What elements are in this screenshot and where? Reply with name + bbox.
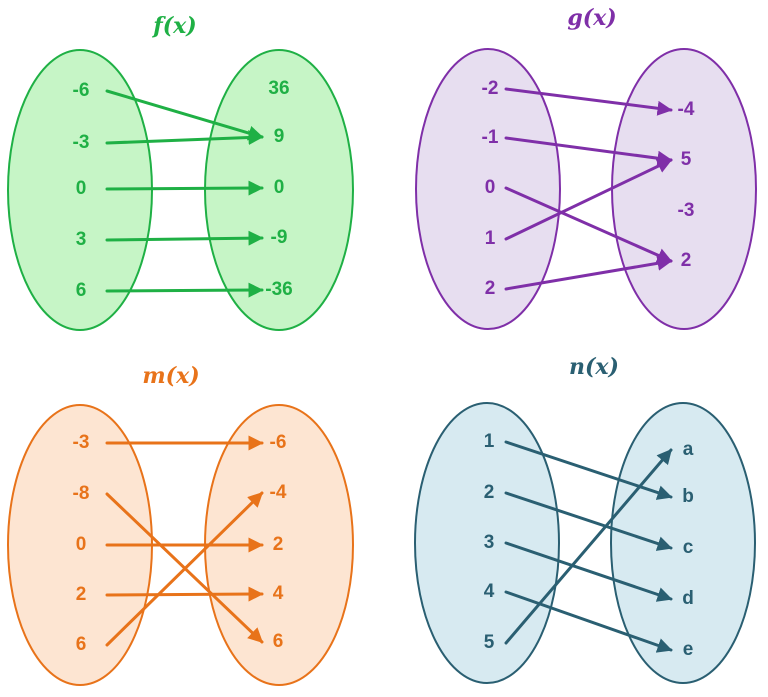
domain-value-1: 1 bbox=[485, 228, 496, 249]
range-value-neg4: -4 bbox=[678, 99, 695, 120]
domain-value-neg6: -6 bbox=[73, 80, 90, 101]
range-value-d: d bbox=[682, 588, 694, 609]
domain-value-5: 5 bbox=[484, 632, 495, 653]
mapping-arrow-2-to-c bbox=[504, 491, 673, 551]
mapping-arrow-neg6-to-9 bbox=[105, 89, 264, 141]
domain-value-4: 4 bbox=[484, 581, 495, 602]
range-value-6: 6 bbox=[273, 631, 284, 652]
mapping-arrow-neg3-to-9 bbox=[105, 130, 264, 146]
range-value-36: 36 bbox=[268, 78, 289, 99]
domain-value-6: 6 bbox=[76, 634, 87, 655]
domain-value-neg1: -1 bbox=[482, 127, 499, 148]
domain-value-0: 0 bbox=[76, 534, 87, 555]
mapping-arrow-5-to-a bbox=[504, 448, 673, 645]
range-value-neg36: -36 bbox=[265, 279, 292, 300]
domain-value-neg3: -3 bbox=[73, 432, 90, 453]
domain-value-3: 3 bbox=[76, 229, 87, 250]
range-oval bbox=[204, 49, 354, 331]
domain-value-neg8: -8 bbox=[73, 483, 90, 504]
mapping-diagram-m: m(x) -3 -8 0 2 6 -6 -4 2 4 6 bbox=[7, 363, 354, 686]
domain-value-0: 0 bbox=[485, 177, 496, 198]
domain-value-2: 2 bbox=[76, 584, 87, 605]
range-value-b: b bbox=[682, 486, 694, 507]
range-value-2: 2 bbox=[681, 250, 692, 271]
mapping-arrow-2-to-2 bbox=[504, 255, 673, 291]
mapping-arrow-3-to-neg9 bbox=[105, 230, 264, 246]
mapping-arrow-6-to-neg4 bbox=[105, 491, 264, 647]
domain-value-2: 2 bbox=[485, 278, 496, 299]
range-value-5: 5 bbox=[681, 149, 692, 170]
mapping-diagram-n: n(x) 1 2 3 4 5 a b c d e bbox=[414, 354, 756, 684]
range-value-9: 9 bbox=[274, 126, 285, 147]
mapping-arrow-1-to-5 bbox=[504, 158, 673, 241]
domain-oval bbox=[415, 48, 561, 330]
mapping-arrow-2-to-4 bbox=[105, 586, 264, 602]
range-value-0: 0 bbox=[274, 177, 285, 198]
mapping-arrow-4-to-e bbox=[504, 590, 673, 653]
domain-value-neg3: -3 bbox=[73, 132, 90, 153]
range-value-a: a bbox=[683, 439, 694, 460]
range-value-neg6: -6 bbox=[270, 432, 287, 453]
diagram-title-f: f(x) bbox=[151, 13, 196, 39]
domain-value-0: 0 bbox=[76, 178, 87, 199]
domain-value-3: 3 bbox=[484, 532, 495, 553]
domain-value-6: 6 bbox=[76, 280, 87, 301]
mapping-arrow-0-to-2 bbox=[504, 186, 673, 263]
range-oval bbox=[611, 48, 757, 330]
mapping-arrow-6-to-neg36 bbox=[105, 282, 264, 298]
range-value-c: c bbox=[683, 537, 694, 558]
domain-value-1: 1 bbox=[484, 431, 495, 452]
range-value-neg9: -9 bbox=[271, 227, 288, 248]
range-oval bbox=[610, 402, 756, 684]
mapping-arrow-neg1-to-5 bbox=[504, 136, 673, 166]
diagram-title-m: m(x) bbox=[142, 363, 199, 389]
domain-value-2: 2 bbox=[484, 482, 495, 503]
mapping-arrow-3-to-d bbox=[504, 541, 673, 602]
range-value-neg3: -3 bbox=[678, 200, 695, 221]
mapping-arrow-1-to-b bbox=[504, 440, 673, 500]
domain-oval bbox=[414, 402, 560, 684]
range-value-4: 4 bbox=[273, 583, 284, 604]
domain-value-neg2: -2 bbox=[482, 78, 499, 99]
mapping-arrow-neg2-to-neg4 bbox=[504, 87, 673, 116]
mapping-arrow-0-to-0 bbox=[105, 180, 264, 196]
range-value-neg4: -4 bbox=[270, 482, 287, 503]
diagram-title-n: n(x) bbox=[569, 354, 619, 380]
diagram-title-g: g(x) bbox=[567, 5, 616, 31]
range-value-2: 2 bbox=[273, 534, 284, 555]
mapping-diagram-g: g(x) -2 -1 0 1 2 -4 5 -3 2 bbox=[415, 5, 757, 330]
range-value-e: e bbox=[683, 639, 694, 660]
